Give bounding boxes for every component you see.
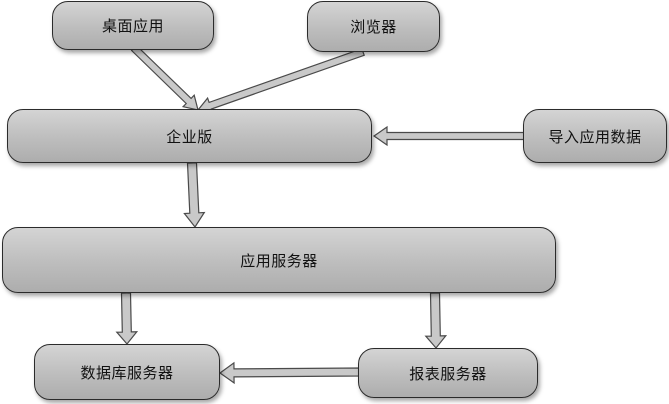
arrow-report-to-database <box>218 361 360 385</box>
browser-node[interactable]: 浏览器 <box>307 1 440 52</box>
arrow-browser-to-enterprise <box>196 47 365 115</box>
desktop-app-node[interactable]: 桌面应用 <box>52 1 214 50</box>
database-server-label: 数据库服务器 <box>80 363 174 382</box>
report-server-node[interactable]: 报表服务器 <box>358 348 538 398</box>
app-server-node[interactable]: 应用服务器 <box>2 227 556 293</box>
import-app-data-label: 导入应用数据 <box>548 127 642 146</box>
arrow-appserver-to-report <box>424 292 448 349</box>
report-server-label: 报表服务器 <box>409 364 487 383</box>
browser-label: 浏览器 <box>350 18 397 36</box>
arrow-enterprise-to-appserver <box>183 162 206 229</box>
import-app-data-node[interactable]: 导入应用数据 <box>523 109 667 163</box>
enterprise-edition-label: 企业版 <box>166 127 213 146</box>
enterprise-edition-node[interactable]: 企业版 <box>7 109 372 163</box>
database-server-node[interactable]: 数据库服务器 <box>34 344 220 400</box>
desktop-app-label: 桌面应用 <box>101 17 164 35</box>
arrows <box>115 44 525 385</box>
arrow-import-to-enterprise <box>372 125 525 147</box>
arrow-appserver-to-database <box>115 292 139 345</box>
arrow-desktop-to-enterprise <box>130 44 199 111</box>
app-server-label: 应用服务器 <box>240 251 318 270</box>
